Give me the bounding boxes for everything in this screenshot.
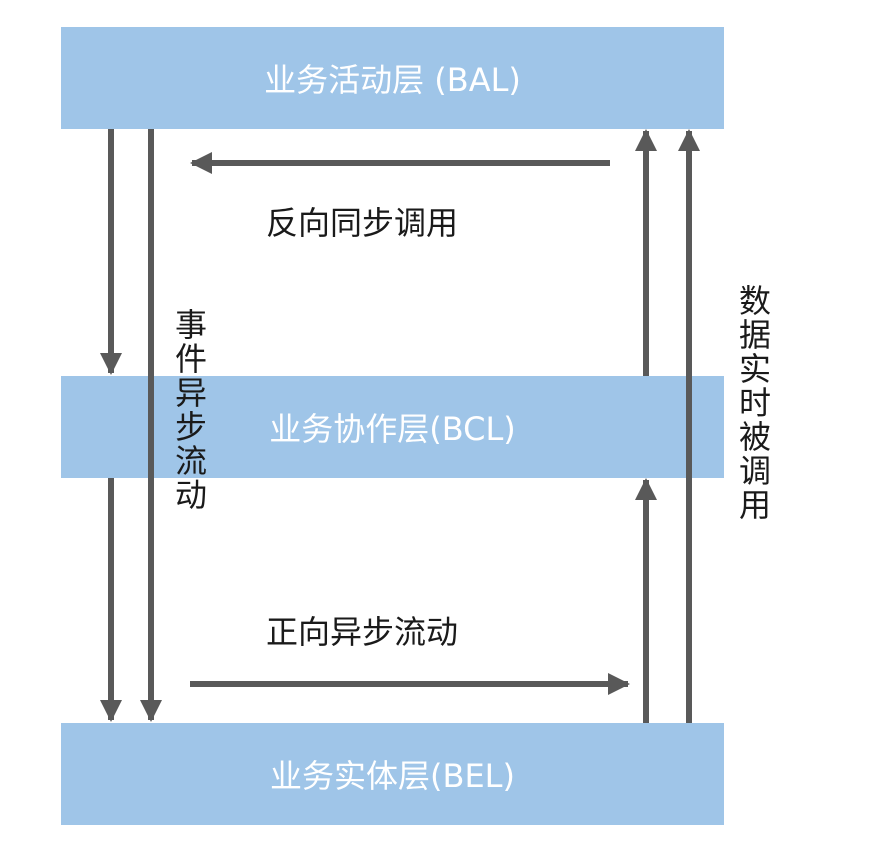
layer-bcl-label: 业务协作层(BCL)	[269, 410, 516, 448]
data-realtime-label: 数据实时被调用	[738, 282, 771, 524]
forward-async-label: 正向异步流动	[266, 613, 459, 651]
event-async-label: 事件异步流动	[174, 306, 207, 514]
layer-bel: 业务实体层(BEL)	[61, 723, 724, 825]
reverse-sync-label: 反向同步调用	[266, 204, 459, 242]
layer-bel-label: 业务实体层(BEL)	[270, 757, 515, 795]
layer-bal-label: 业务活动层 (BAL)	[264, 61, 521, 99]
layer-bcl: 业务协作层(BCL)	[61, 376, 724, 478]
layer-bal: 业务活动层 (BAL)	[61, 27, 724, 129]
